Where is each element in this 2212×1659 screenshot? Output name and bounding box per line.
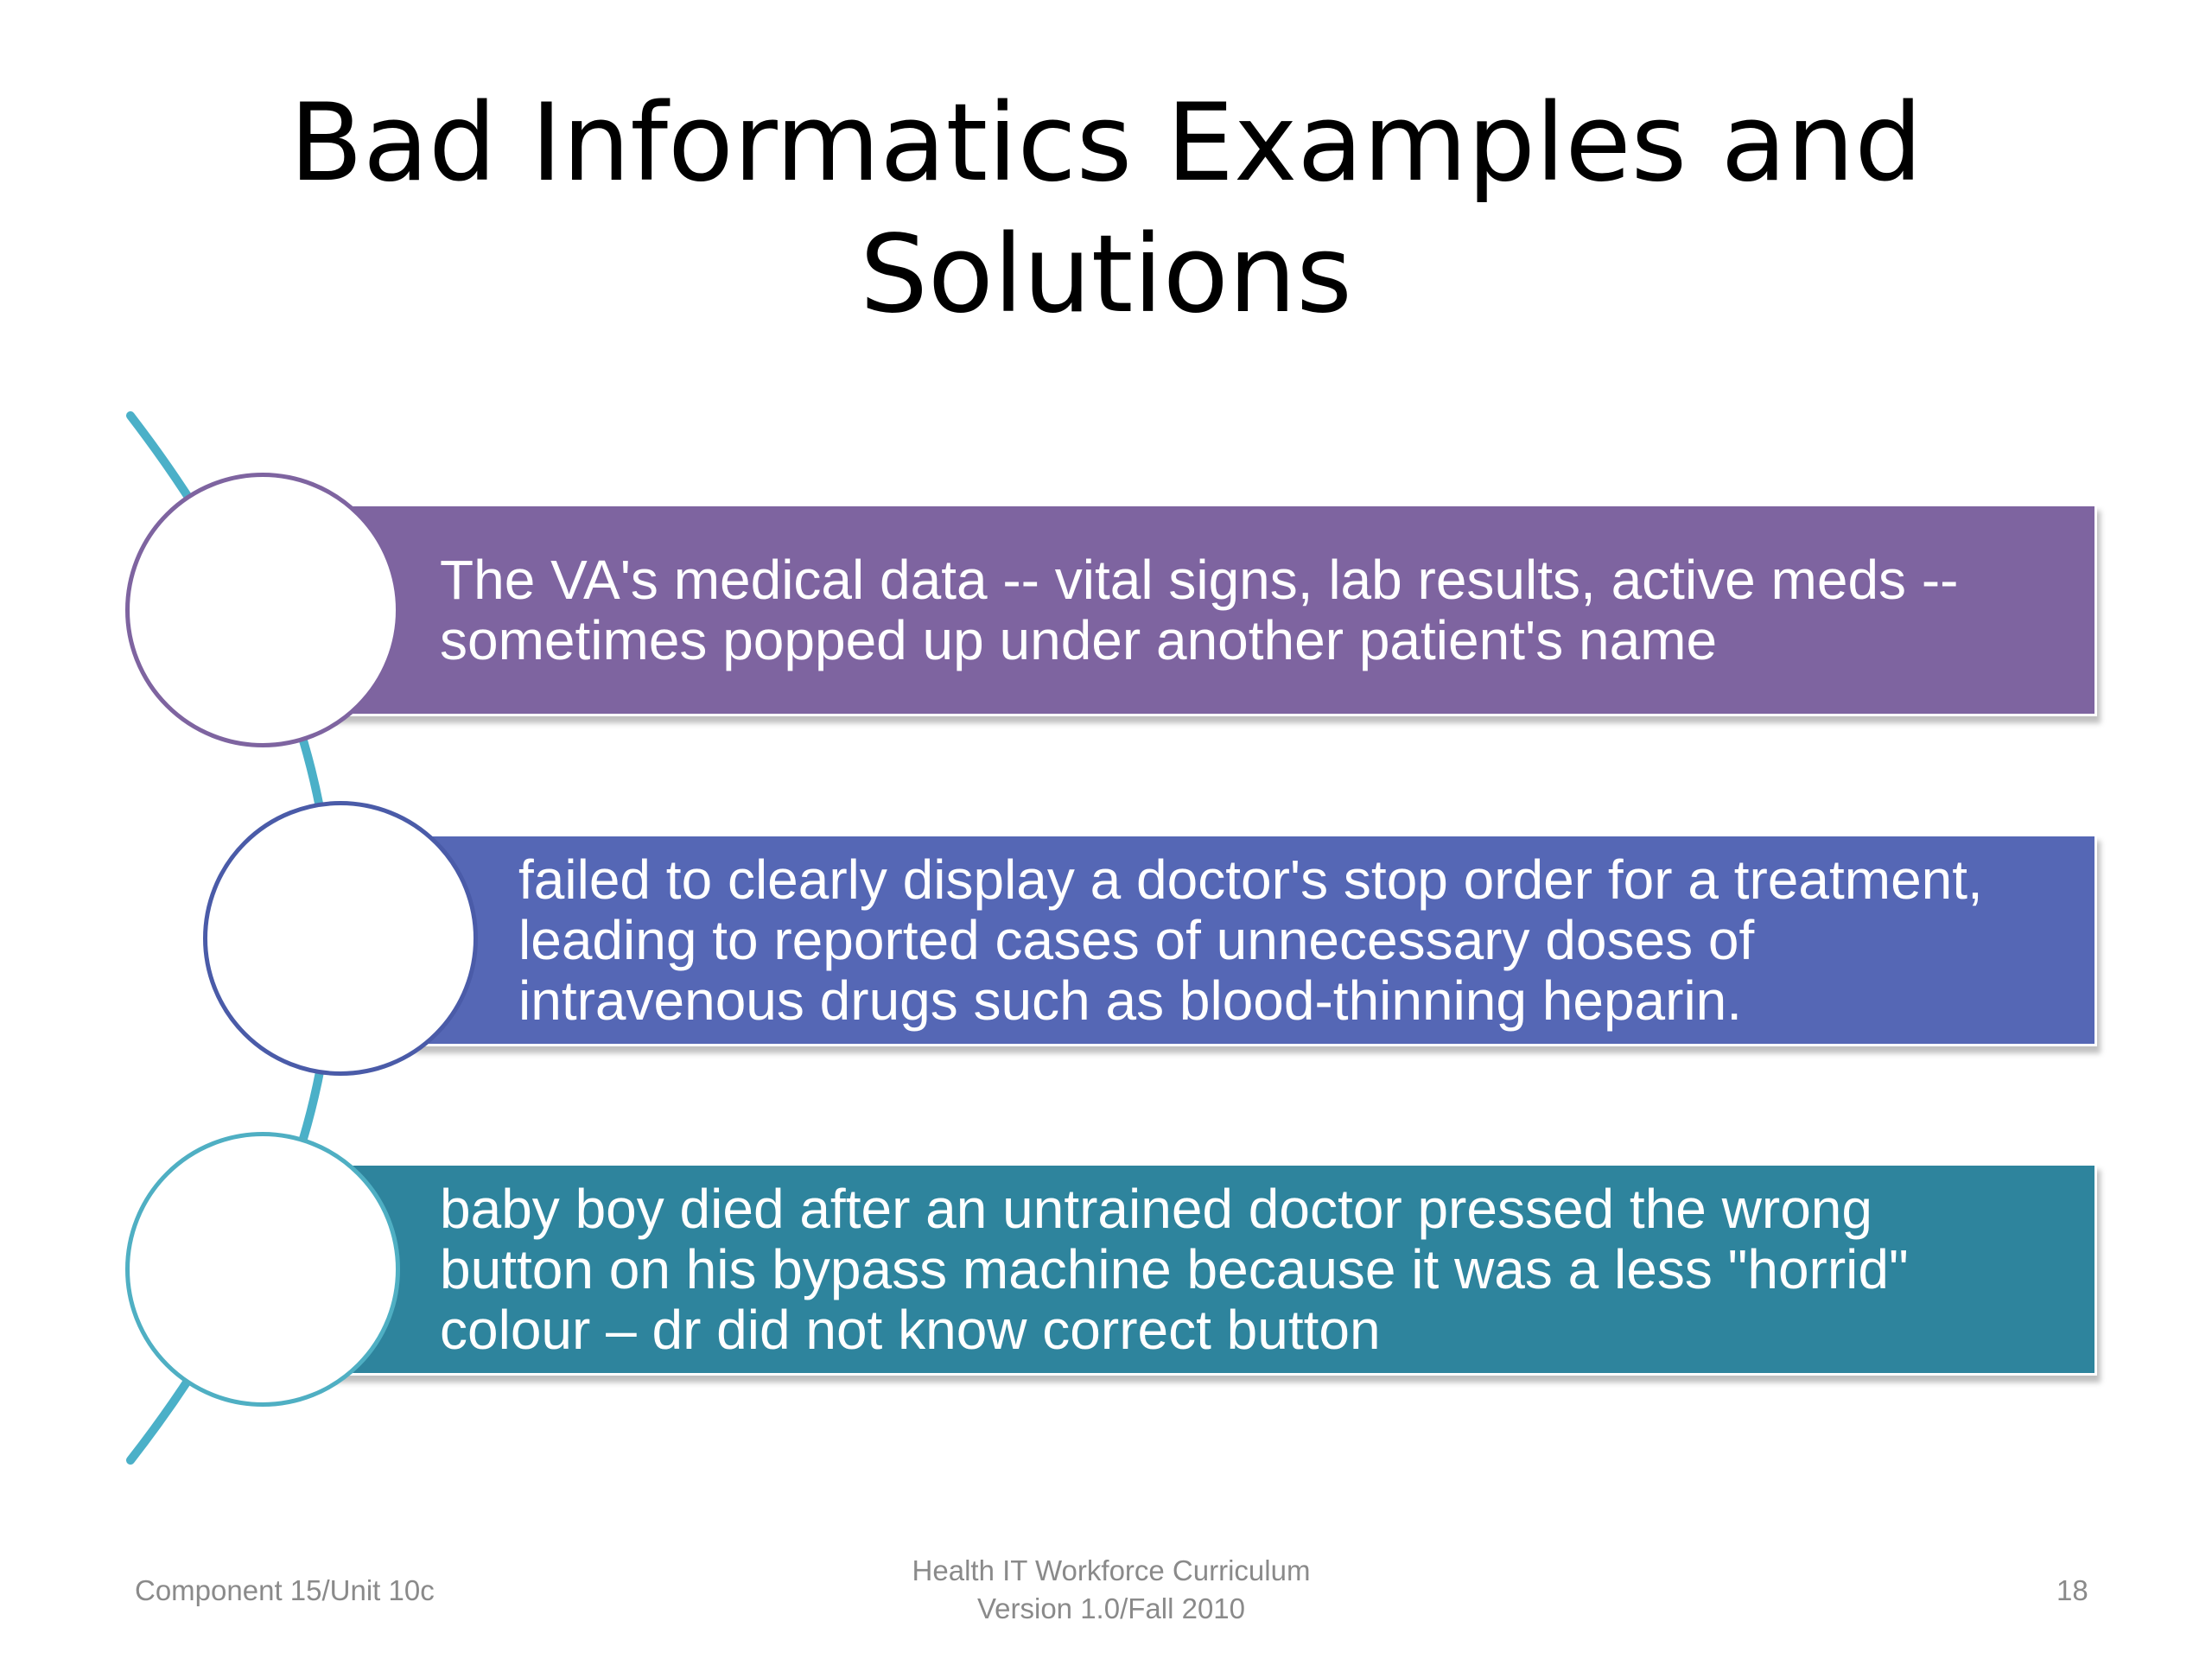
item-box-3: baby boy died after an untrained doctor … bbox=[326, 1163, 2097, 1376]
item-line: baby boy died after an untrained doctor … bbox=[440, 1178, 1872, 1240]
footer-center: Health IT Workforce Curriculum Version 1… bbox=[0, 1552, 2212, 1628]
item-circle-3 bbox=[125, 1132, 400, 1407]
item-line: sometimes popped up under another patien… bbox=[440, 609, 1718, 671]
item-circle-2 bbox=[203, 801, 478, 1076]
item-line: colour – dr did not know correct button bbox=[440, 1299, 1381, 1361]
item-text-3: baby boy died after an untrained doctor … bbox=[440, 1179, 1909, 1360]
footer-left: Component 15/Unit 10c bbox=[135, 1574, 435, 1606]
item-line: leading to reported cases of unnecessary… bbox=[518, 909, 1755, 971]
item-text-2: failed to clearly display a doctor's sto… bbox=[518, 849, 1983, 1031]
footer-center-line-1: Health IT Workforce Curriculum bbox=[912, 1554, 1311, 1586]
item-line: failed to clearly display a doctor's sto… bbox=[518, 849, 1983, 911]
item-box-2: failed to clearly display a doctor's sto… bbox=[411, 834, 2097, 1046]
item-line: button on his bypass machine because it … bbox=[440, 1238, 1909, 1300]
footer-center-line-2: Version 1.0/Fall 2010 bbox=[976, 1592, 1246, 1624]
page-number: 18 bbox=[2056, 1574, 2088, 1606]
item-box-1: The VA's medical data -- vital signs, la… bbox=[326, 504, 2097, 716]
item-line: intravenous drugs such as blood-thinning… bbox=[518, 969, 1743, 1032]
title-line-1: Bad Informatics Examples and bbox=[289, 81, 1923, 206]
title-line-2: Solutions bbox=[860, 213, 1352, 337]
item-line: The VA's medical data -- vital signs, la… bbox=[440, 549, 1959, 611]
item-circle-1 bbox=[125, 473, 400, 747]
slide-title: Bad Informatics Examples and Solutions bbox=[0, 78, 2212, 340]
item-text-1: The VA's medical data -- vital signs, la… bbox=[440, 550, 1958, 671]
